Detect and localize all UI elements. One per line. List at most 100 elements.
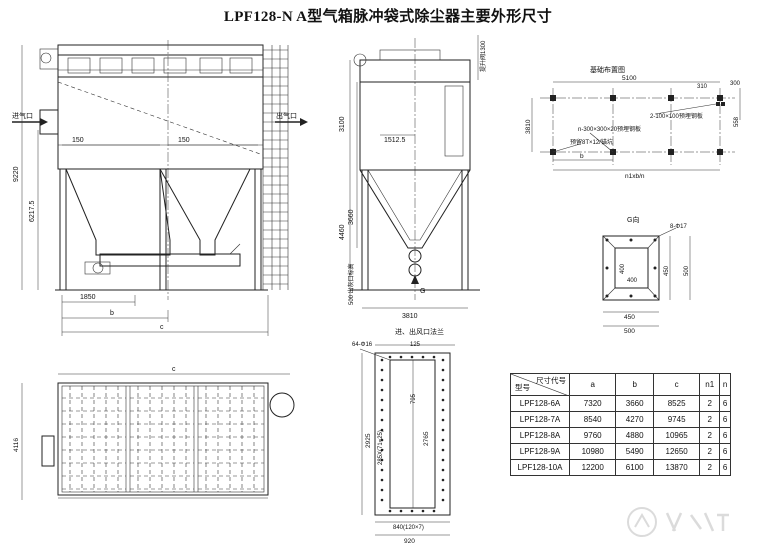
bolt-hole [380,458,384,462]
bolt-hole [441,418,445,422]
top-dim-c: c [172,366,176,373]
base-note-bolt: 预留8T×12/锚坑 [570,138,613,146]
g-view [602,227,691,327]
flange-dim-285: 285X(71=25) [378,430,384,465]
spec-n: 6 [719,443,731,460]
bolt-hole [421,355,425,359]
bolt-hole [421,509,425,513]
spec-b: 6100 [615,459,654,476]
table-row: LPF128-10A 12200 6100 13870 2 6 [510,459,731,476]
table-row: LPF128-9A 10980 5490 12650 2 6 [510,443,731,460]
spec-n: 6 [719,427,731,444]
bolt-hole [388,509,392,513]
flange-dim-2765: 2765 [423,431,430,446]
front-view [12,40,308,336]
flange-dim-795: 795 [411,393,417,404]
bolt-hole [380,368,384,372]
bolt-hole [441,408,445,412]
g-dim-400-h: 400 [627,278,638,284]
spec-header-code: 尺寸代号 [536,376,566,385]
base-dim-5100: 5100 [622,75,637,82]
spec-c: 13870 [652,459,701,476]
flange-holes-label: 64-Φ16 [352,342,373,348]
spec-c: 9745 [652,411,701,428]
spec-n1: 2 [699,395,721,412]
spec-c: 10965 [652,427,701,444]
front-dim-b: b [110,310,114,317]
g-dim-400-v: 400 [620,263,626,274]
spec-c: 12650 [652,443,701,460]
spec-model: LPF128-10A [510,459,570,476]
g-view-holes: 8-Φ17 [670,224,687,230]
spec-model: LPF128-9A [510,443,570,460]
spec-col-n1: n1 [699,373,721,396]
spec-header-model: 型号 [515,383,530,392]
bolt-hole [432,509,436,513]
spec-model: LPF128-6A [510,395,570,412]
spec-table: 尺寸代号 型号 a b c n1 n LPF128-6A 7320 3660 8… [510,373,731,476]
side-top-label: 提升阀1300 [479,40,487,72]
flange-dim-920: 920 [404,538,415,545]
side-dim-3810: 3810 [402,313,418,320]
flange-dim-2925: 2925 [365,433,372,448]
side-dim-4460: 4460 [339,224,346,240]
bolt-hole [441,368,445,372]
bolt-hole [441,438,445,442]
bolt-hole [410,509,414,513]
spec-n1: 2 [699,443,721,460]
spec-col-c: c [652,373,701,396]
front-dim-mid: 6217.5 [29,200,36,222]
bolt-hole [380,498,384,502]
table-row: LPF128-7A 8540 4270 9745 2 6 [510,411,731,428]
spec-n1: 2 [699,427,721,444]
g-dim-500-h: 500 [624,328,635,335]
base-dim-300: 300 [730,81,741,87]
bolt-hole [380,388,384,392]
side-g-label: G [420,288,425,295]
table-row: LPF128-8A 9760 4880 10965 2 6 [510,427,731,444]
side-dim-1512: 1512.5 [384,137,406,144]
flange-dim-125: 125 [410,342,421,348]
table-row: LPF128-6A 7320 3660 8525 2 6 [510,395,731,412]
bolt-hole [380,398,384,402]
bolt-hole [380,358,384,362]
bolt-hole [441,478,445,482]
base-note-plate: 2-100×100预埋钢板 [650,112,703,120]
bolt-hole [441,378,445,382]
bolt-hole [410,355,414,359]
base-dim-310: 310 [697,84,708,90]
spec-a: 10980 [568,443,617,460]
watermark-logo [627,507,729,537]
bolt-hole [399,509,403,513]
spec-col-b: b [615,373,654,396]
bolt-hole [380,438,384,442]
inlet-label: 进气口 [12,111,33,120]
spec-n1: 2 [699,411,721,428]
bolt-hole [380,378,384,382]
side-dim-3660: 3660 [348,209,355,225]
bolt-hole [441,428,445,432]
spec-b: 5490 [615,443,654,460]
base-dim-b: b [580,153,584,160]
spec-n: 6 [719,411,731,428]
spec-a: 8540 [568,411,617,428]
bolt-hole [441,398,445,402]
bolt-hole [380,408,384,412]
front-dim-150-right: 150 [178,137,190,144]
bolt-hole [441,358,445,362]
bolt-hole [441,388,445,392]
base-plan-title: 基础布置图 [590,65,625,74]
spec-b: 4880 [615,427,654,444]
top-view [21,373,295,500]
spec-model: LPF128-8A [510,427,570,444]
spec-b: 4270 [615,411,654,428]
flange-view [359,344,455,536]
g-dim-450-h: 450 [624,314,635,321]
base-dim-3810: 3810 [525,119,532,134]
spec-a: 7320 [568,395,617,412]
bolt-hole [441,458,445,462]
bolt-hole [441,448,445,452]
bolt-hole [380,448,384,452]
